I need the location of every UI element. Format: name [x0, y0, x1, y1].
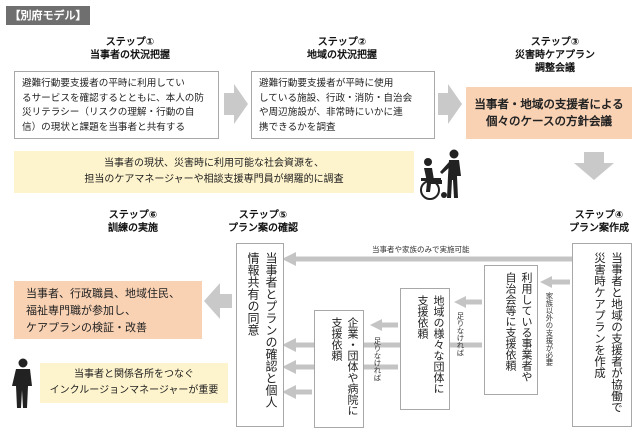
label-family-only: 当事者や家族のみで実施可能 [372, 245, 470, 254]
arrow-step3-to-step4 [574, 152, 614, 180]
standing-person-icon [12, 358, 32, 408]
inclusion-manager-note: 当事者と関係各所をつなぐ インクルージョンマネージャーが重要 [40, 363, 228, 403]
step5-title: プラン案の確認 [228, 223, 298, 234]
survey-note: 当事者の現状、災害時に利用可能な社会資源を、 担当のケアマネージャーや相談支援専… [14, 151, 414, 193]
step1-description: 避難行動要支援者の平時に利用してい るサービスを確認するとともに、本人の防 災リ… [14, 71, 219, 139]
label-not-enough-2: 足りなければ [373, 337, 382, 382]
step6-description: 当事者、行政職員、地域住民、 福祉専門職が参加し、 ケアプランの検証・改善 [14, 281, 202, 339]
community-support-box: 地域の様々な団体に支援依頼 [400, 288, 450, 410]
label-outside-family: 家族以外の支援が必要 [545, 292, 554, 366]
business-support-box: 利用している事業者や自治会等に支援依頼 [484, 265, 538, 395]
step5-number: ステップ⑤ [238, 210, 288, 221]
wheelchair-caregiver-icon [420, 149, 461, 200]
step3-title-line2: 調整会議 [535, 63, 575, 74]
step2-description: 避難行動要支援者が平時に使用 している施設、行政・消防・自治会 や周辺施設が、非… [251, 71, 435, 139]
step2-number: ステップ② [317, 37, 367, 48]
step5-confirmation-box: 当事者とプランの確認と個人情報共有の同意 [236, 243, 284, 427]
corporate-support-box: 企業・団体や病院に支援依頼 [314, 310, 364, 428]
step4-main-box: 当事者と地域の支援者が協働で災害時ケアプランを作成 [572, 243, 632, 427]
arrow-step2-to-step3 [438, 84, 462, 124]
step1-title: 当事者の状況把握 [90, 50, 170, 61]
arrow-step1-to-step2 [224, 84, 248, 124]
step6-title: 訓練の実施 [108, 223, 158, 234]
step3-title-line1: 災害時ケアプラン [515, 50, 595, 61]
arrow-step5-to-step6 [204, 283, 232, 319]
step3-description: 当事者・地域の支援者による 個々のケースの方針会議 [466, 87, 632, 139]
label-not-enough-1: 足りなければ [456, 312, 465, 357]
model-badge: 【別府モデル】 [6, 6, 90, 25]
step4-number: ステップ④ [574, 210, 624, 221]
step2-title: 地域の状況把握 [307, 50, 377, 61]
step4-title: プラン案作成 [569, 223, 629, 234]
step6-number: ステップ⑥ [108, 210, 158, 221]
step1-number: ステップ① [105, 37, 155, 48]
step3-number: ステップ③ [530, 37, 580, 48]
